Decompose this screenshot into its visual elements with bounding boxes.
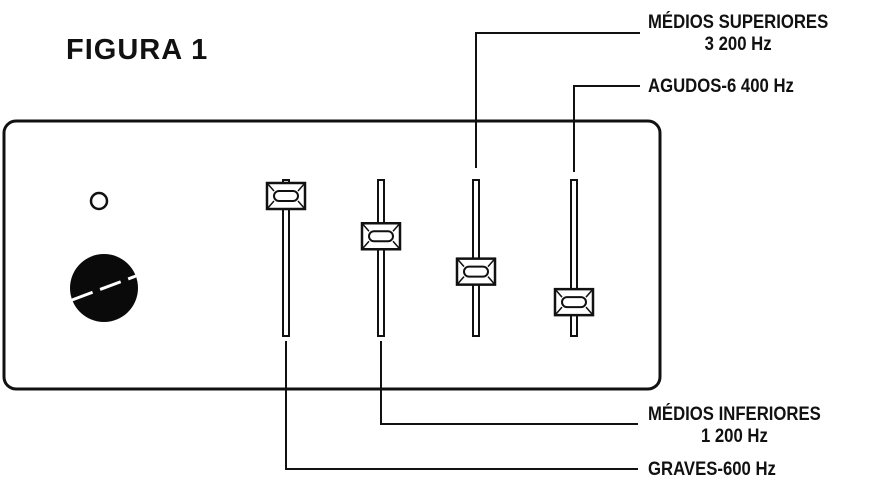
slider-track-graves (282, 179, 290, 337)
label-medios-inferiores-name: MÉDIOS INFERIORES (648, 404, 821, 425)
slider-graves[interactable] (265, 179, 307, 337)
power-indicator-icon (89, 191, 109, 211)
leader-medios-inferiores (380, 341, 638, 425)
slider-knob-graves[interactable] (265, 181, 307, 211)
slider-agudos[interactable] (553, 179, 595, 337)
label-medios-inferiores: MÉDIOS INFERIORES 1 200 Hz (648, 404, 821, 448)
leader-graves (285, 341, 638, 470)
label-graves: GRAVES-600 Hz (648, 459, 776, 481)
label-medios-superiores-name: MÉDIOS SUPERIORES (648, 12, 829, 33)
slider-knob-agudos[interactable] (553, 287, 595, 317)
label-agudos: AGUDOS-6 400 Hz (648, 76, 794, 98)
slider-track-agudos (570, 179, 578, 337)
label-medios-superiores-freq: 3 200 Hz (704, 34, 772, 55)
label-graves-name: GRAVES-600 Hz (648, 459, 776, 480)
figure-title: FIGURA 1 (66, 34, 209, 66)
label-agudos-name: AGUDOS-6 400 Hz (648, 76, 794, 97)
leader-agudos (573, 85, 640, 172)
label-medios-inferiores-freq: 1 200 Hz (700, 426, 768, 447)
slider-medios-superiores[interactable] (455, 179, 497, 337)
equalizer-panel (2, 119, 662, 391)
slider-knob-medios-superiores[interactable] (455, 257, 497, 286)
slider-knob-medios-inferiores[interactable] (360, 222, 402, 251)
slider-medios-inferiores[interactable] (360, 179, 402, 337)
label-medios-superiores: MÉDIOS SUPERIORES 3 200 Hz (648, 12, 828, 56)
rotary-knob[interactable] (70, 254, 138, 322)
leader-medios-superiores (475, 32, 640, 168)
slider-track-medios-inferiores (377, 179, 385, 337)
